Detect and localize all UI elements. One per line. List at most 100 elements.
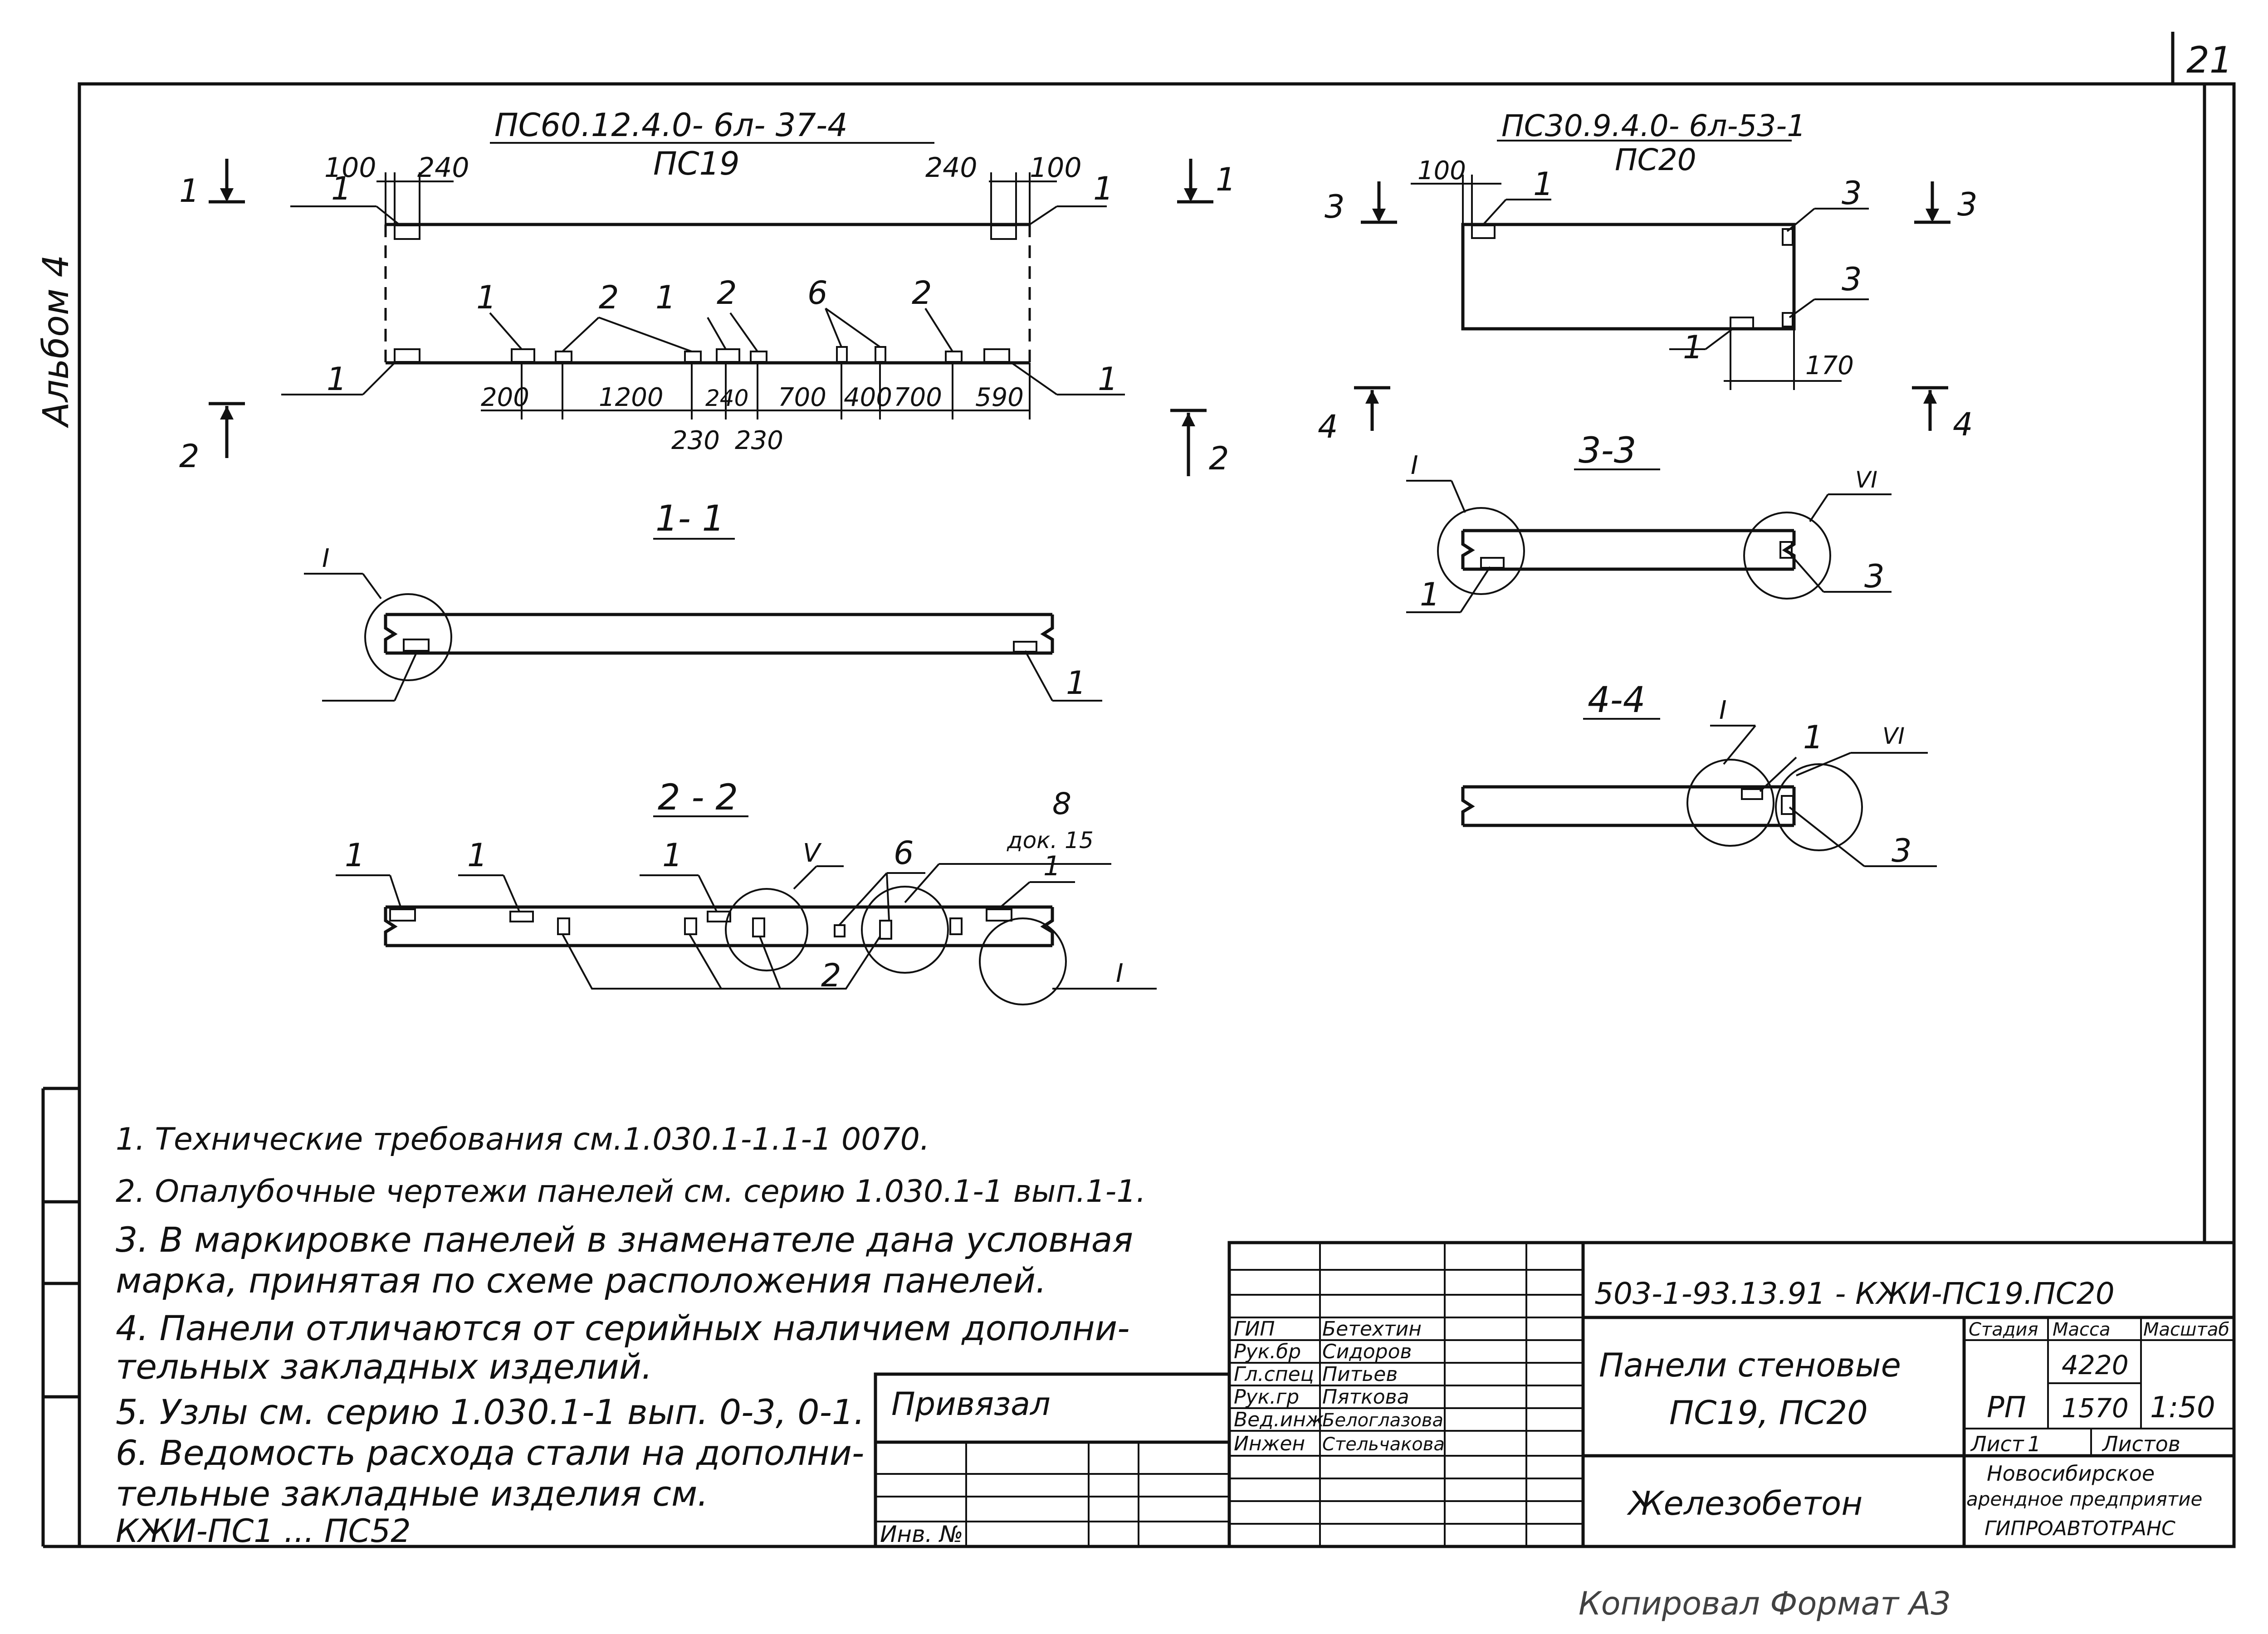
- note-line: тельные закладные изделия см.: [116, 1473, 708, 1514]
- ps20-callout: 3: [1842, 175, 1862, 212]
- signer-name: Белоглазова: [1322, 1410, 1443, 1431]
- signer-name: Пяткова: [1322, 1385, 1409, 1409]
- section-2-2: 2 - 2 1 1 1 V 6 8 док. 15 1: [336, 777, 1157, 1005]
- s22-callout: 1: [467, 837, 488, 874]
- ps20-callout: 1: [1683, 329, 1703, 366]
- ps19-dim: 590: [975, 383, 1024, 412]
- binding-box: Привязал Инв. №: [874, 1372, 1231, 1548]
- col-header: Масштаб: [2143, 1319, 2229, 1340]
- signer-role: ГИП: [1234, 1317, 1275, 1341]
- ps19-dim: 700: [894, 383, 942, 412]
- section-4-4-title: 4-4: [1588, 680, 1645, 721]
- signer-role: Вед.инж: [1234, 1408, 1324, 1431]
- scale: 1:50: [2150, 1391, 2215, 1424]
- ps19-dim: 230: [671, 426, 720, 455]
- ps19-dim: 700: [778, 383, 826, 412]
- inventory-label: Инв. №: [880, 1521, 963, 1547]
- section-arrow-label: 3: [1325, 188, 1345, 225]
- signer-role: Рук.бр: [1234, 1340, 1301, 1363]
- ps20-dim: 170: [1805, 351, 1854, 380]
- s44-callout: 3: [1892, 832, 1912, 869]
- ps19-dim: 400: [844, 383, 892, 412]
- sheet-label: Лист: [1970, 1432, 2024, 1456]
- signer-role: Рук.гр: [1234, 1385, 1299, 1409]
- signer-role: Гл.спец: [1234, 1363, 1314, 1386]
- sheet-value: 1: [2028, 1432, 2041, 1456]
- node-label: I: [1116, 959, 1124, 988]
- ps19-dim: 200: [481, 383, 529, 412]
- mass-value: 1570: [2062, 1393, 2129, 1424]
- signer-name: Бетехтин: [1322, 1317, 1422, 1341]
- signer-name: Сидоров: [1322, 1340, 1412, 1363]
- footer-text: Копировал Формат А3: [1579, 1585, 1951, 1622]
- node-label: I: [1411, 451, 1418, 480]
- material: Железобетон: [1627, 1484, 1862, 1522]
- sheets-label: Листов: [2102, 1432, 2180, 1456]
- note-line: 6. Ведомость расхода стали на дополни-: [116, 1433, 864, 1473]
- album-label: Альбом 4: [36, 255, 77, 429]
- ps20-name: ПС20: [1615, 142, 1696, 177]
- ps19-dim: 1200: [599, 383, 664, 412]
- drawing-title-sub: ПС19, ПС20: [1669, 1394, 1868, 1432]
- section-arrow-label: 4: [1953, 406, 1973, 443]
- signer-name: Питьев: [1322, 1363, 1398, 1386]
- note-line: 1. Технические требования см.1.030.1-1.1…: [116, 1122, 930, 1157]
- ps19-dim: 100: [1030, 152, 1082, 184]
- ps19-dim: 230: [735, 426, 783, 455]
- section-arrow-label: 1: [1216, 161, 1236, 198]
- s11-callout: 1: [1066, 664, 1086, 702]
- section-arrow-label: 1: [179, 172, 200, 210]
- node-label: VI: [1855, 467, 1877, 493]
- note-line: КЖИ-ПС1 ... ПС52: [116, 1512, 411, 1550]
- ps20-dim: 100: [1418, 156, 1466, 185]
- note-line: марка, принятая по схеме расположения па…: [116, 1260, 1046, 1301]
- s33-callout: 1: [1420, 576, 1440, 613]
- note-line: 5. Узлы см. серию 1.030.1-1 вып. 0-3, 0-…: [116, 1392, 865, 1432]
- ps20-mark: ПС30.9.4.0- 6л-53-1: [1501, 108, 1806, 143]
- signer-role: Инжен: [1234, 1432, 1305, 1455]
- ps20-callout: 1: [1533, 166, 1554, 203]
- ps19-mark: ПС60.12.4.0- 6л- 37-4: [494, 107, 848, 144]
- node-label: V: [803, 839, 822, 868]
- mass-value: 4220: [2062, 1350, 2129, 1380]
- org-name: ГИПРОАВТОТРАНС: [1984, 1517, 2175, 1540]
- ps19-callout: 1: [1098, 361, 1118, 398]
- ps19-callout: 2: [599, 279, 619, 316]
- section-3-3: 3-3 I VI 1 3: [1406, 430, 1892, 613]
- note-line: 3. В маркировке панелей в знаменателе да…: [116, 1219, 1133, 1260]
- s22-callout: 1: [345, 837, 365, 874]
- s22-callout: 6: [894, 834, 914, 872]
- ps19-callout: 2: [717, 274, 737, 312]
- section-4-4: 4-4 I VI 1 3: [1461, 680, 1937, 869]
- note-line: 4. Панели отличаются от серийных наличие…: [116, 1308, 1130, 1348]
- org-name: арендное предприятие: [1966, 1488, 2202, 1510]
- s44-callout: 1: [1803, 719, 1823, 756]
- node-label: I: [1719, 696, 1727, 725]
- ps19-dim: 240: [705, 385, 748, 411]
- drawing-title: Панели стеновые: [1599, 1346, 1901, 1384]
- ps19-callout: 1: [331, 170, 352, 207]
- ps19-dim: 240: [417, 152, 469, 184]
- ps19-name: ПС19: [653, 145, 740, 182]
- s33-callout: 3: [1864, 558, 1885, 595]
- title-block: ГИП Бетехтин Рук.бр Сидоров Гл.спец Пить…: [1227, 1241, 2236, 1548]
- signer-name: Стельчакова: [1322, 1434, 1445, 1455]
- s22-callout: 8: [1052, 786, 1071, 821]
- section-1-1-title: 1- 1: [655, 498, 724, 539]
- col-header: Стадия: [1969, 1319, 2038, 1340]
- section-1-1: 1- 1 I 1: [304, 498, 1102, 702]
- ps19-callout: 1: [327, 361, 347, 398]
- node-label: I: [322, 544, 330, 573]
- panel-ps19-plan: ПС60.12.4.0- 6л- 37-4 ПС19 1: [179, 107, 1236, 477]
- general-notes: 1. Технические требования см.1.030.1-1.1…: [116, 1122, 1146, 1550]
- bound-label: Привязал: [891, 1385, 1051, 1423]
- section-3-3-title: 3-3: [1579, 430, 1636, 471]
- org-name: Новосибирское: [1987, 1461, 2155, 1486]
- section-arrow-label: 4: [1318, 408, 1338, 445]
- col-header: Масса: [2053, 1319, 2111, 1340]
- s22-callout: 2: [821, 957, 841, 994]
- note-line: 2. Опалубочные чертежи панелей см. серию…: [116, 1174, 1146, 1210]
- ps19-dim: 100: [324, 152, 376, 184]
- ps19-callout: 1: [1093, 170, 1114, 207]
